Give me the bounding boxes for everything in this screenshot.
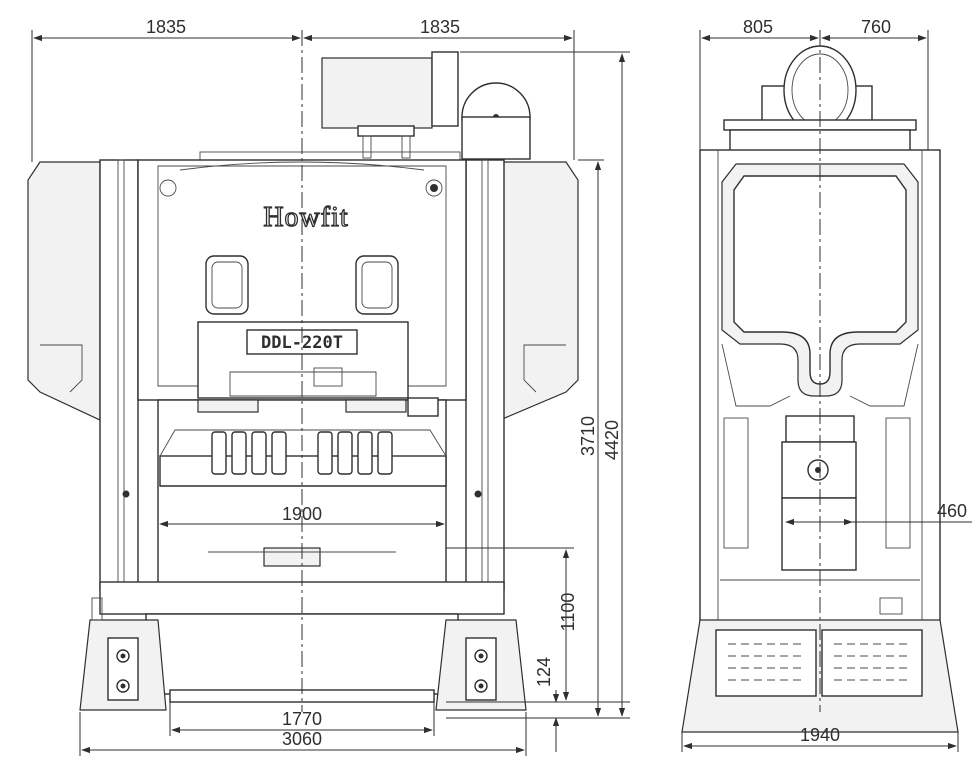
dim-bolster-width: 1900 xyxy=(282,504,322,524)
dim-slide-depth: 460 xyxy=(937,501,967,521)
dim-left-offset: 805 xyxy=(743,17,773,37)
dim-pass-line-height: 1100 xyxy=(558,593,578,632)
left-side-housing xyxy=(27,161,101,421)
front-dimensions: 1835 1835 1900 1770 3060 1100 124 3710 4… xyxy=(31,17,630,756)
die-blocks xyxy=(211,431,393,475)
dim-base-depth: 1940 xyxy=(800,725,840,745)
side-view xyxy=(681,30,959,733)
right-side-housing xyxy=(499,161,579,421)
dim-bed-height: 124 xyxy=(534,657,554,687)
dim-bed-front-width: 1770 xyxy=(282,709,322,729)
dim-right-half-width: 1835 xyxy=(420,17,460,37)
motor-box xyxy=(321,57,433,129)
side-dimensions: 805 760 460 1940 xyxy=(681,17,972,752)
dim-right-offset: 760 xyxy=(861,17,891,37)
dim-frame-height: 3710 xyxy=(578,416,598,456)
dim-base-width: 3060 xyxy=(282,729,322,749)
dim-overall-height: 4420 xyxy=(602,420,622,460)
front-view: Howfit DDL-220T xyxy=(27,30,579,712)
dim-left-half-width: 1835 xyxy=(146,17,186,37)
brand-label: Howfit xyxy=(263,202,348,233)
